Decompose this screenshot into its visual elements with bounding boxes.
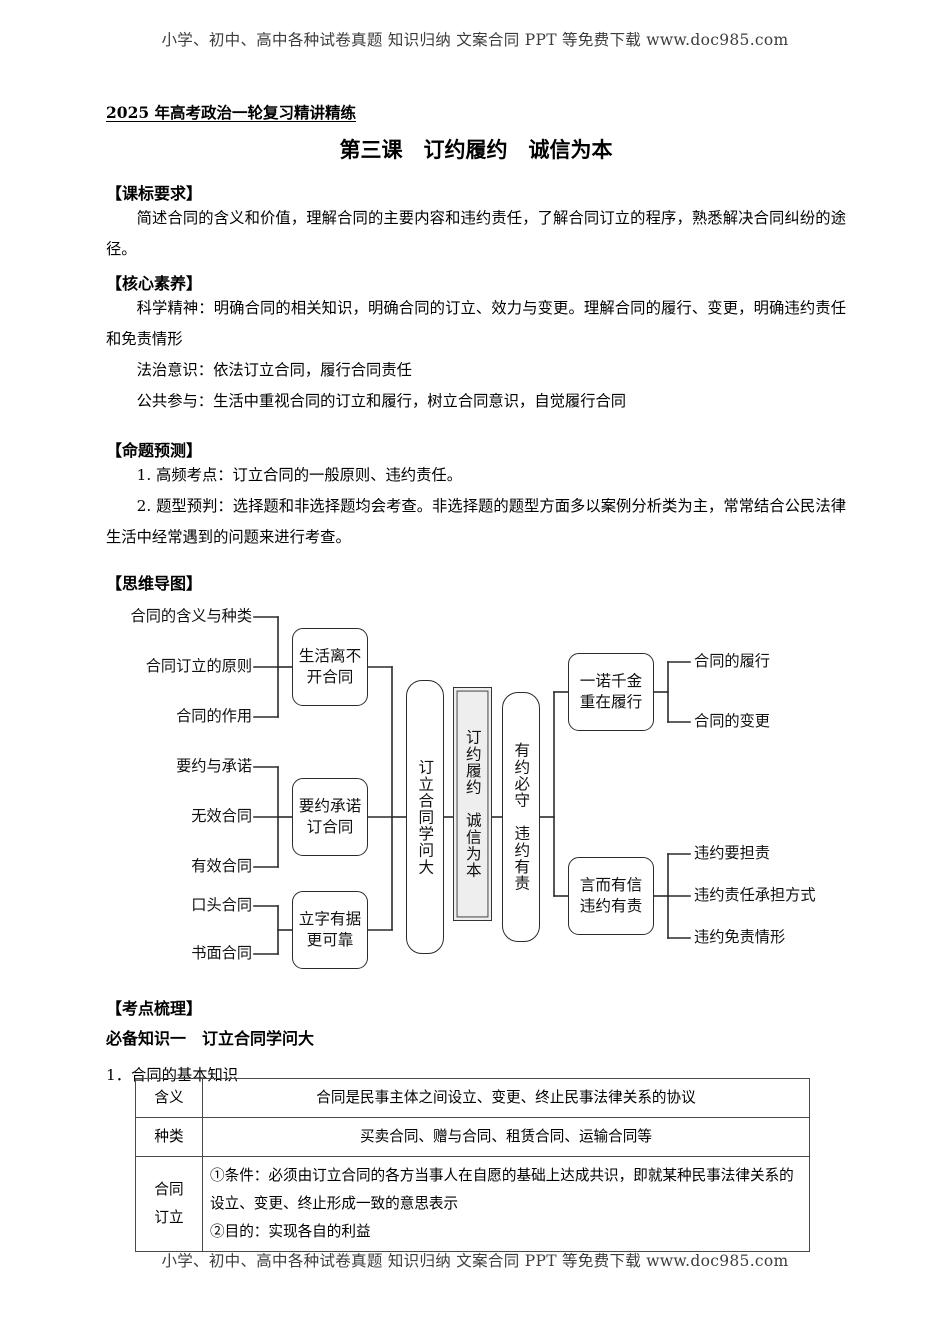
mm-box-promise-worth-gold: 一诺千金重在履行 bbox=[568, 653, 654, 731]
mm-label-written-contract: 书面合同 bbox=[191, 944, 252, 962]
section-heading-literacy: 【核心素养】 bbox=[106, 274, 203, 293]
table-row-value: 买卖合同、赠与合同、租赁合同、运输合同等 bbox=[202, 1117, 810, 1157]
table-row-value: 合同是民事主体之间设立、变更、终止民事法律关系的协议 bbox=[202, 1078, 810, 1118]
literacy-line-rule-of-law: 法治意识：依法订立合同，履行合同责任 bbox=[136, 361, 412, 379]
mm-label-contract-function: 合同的作用 bbox=[176, 707, 252, 725]
prediction-line-hot-topics: 1. 高频考点：订立合同的一般原则、违约责任。 bbox=[136, 466, 462, 484]
literacy-line-scientific-spirit: 科学精神：明确合同的相关知识，明确合同的订立、效力与变更。理解合同的履行、变更，… bbox=[106, 299, 846, 348]
mm-box-offer-acceptance-contract: 要约承诺订合同 bbox=[292, 778, 368, 856]
mm-label-contract-performance: 合同的履行 bbox=[694, 652, 770, 670]
must-know-heading: 必备知识一 订立合同学问大 bbox=[106, 1029, 315, 1048]
table-cell-line: 买卖合同、赠与合同、租赁合同、运输合同等 bbox=[360, 1128, 652, 1145]
table-row: 种类 买卖合同、赠与合同、租赁合同、运输合同等 bbox=[135, 1117, 810, 1157]
mm-box-core-theme: 订约履约 诚信为本 bbox=[453, 687, 492, 921]
mm-box-trustworthy-breach-liable: 言而有信违约有责 bbox=[568, 857, 654, 935]
prediction-line-question-types: 2. 题型预判：选择题和非选择题均会考查。非选择题的题型方面多以案例分析类为主，… bbox=[106, 497, 846, 546]
mm-label-contract-principles: 合同订立的原则 bbox=[145, 657, 252, 675]
mm-box-contract-making-knowledge: 订立合同学问大 bbox=[406, 680, 444, 954]
table-row-value: ①条件：必须由订立合同的各方当事人在自愿的基础上达成共识，即就某种民事法律关系的… bbox=[202, 1156, 810, 1252]
table-cell-line: ①条件：必须由订立合同的各方当事人在自愿的基础上达成共识，即就某种民事法律关系的… bbox=[210, 1167, 794, 1212]
mm-box-life-needs-contracts: 生活离不开合同 bbox=[292, 628, 368, 706]
mind-map-connectors bbox=[253, 616, 691, 955]
mm-box-written-is-reliable: 立字有据更可靠 bbox=[292, 891, 368, 969]
mm-label-offer-acceptance: 要约与承诺 bbox=[176, 757, 252, 775]
section-heading-review: 【考点梳理】 bbox=[106, 999, 203, 1018]
table-row-key: 种类 bbox=[135, 1117, 203, 1157]
mind-map-diagram: 合同的含义与种类 合同订立的原则 合同的作用 要约与承诺 无效合同 有效合同 口… bbox=[106, 596, 866, 976]
mm-label-valid-contract: 有效合同 bbox=[191, 857, 252, 875]
table-cell-line: 合同是民事主体之间设立、变更、终止民事法律关系的协议 bbox=[316, 1089, 696, 1106]
header-watermark-url: www.doc985.com bbox=[646, 31, 789, 49]
literacy-line-public-participation: 公共参与：生活中重视合同的订立和履行，树立合同意识，自觉履行合同 bbox=[136, 392, 627, 410]
mm-label-contract-modification: 合同的变更 bbox=[694, 712, 770, 730]
header-watermark-text: 小学、初中、高中各种试卷真题 知识归纳 文案合同 PPT 等免费下载 bbox=[161, 31, 642, 49]
header-watermark: 小学、初中、高中各种试卷真题 知识归纳 文案合同 PPT 等免费下载 www.d… bbox=[0, 28, 950, 50]
mm-label-breach-bear-liability: 违约要担责 bbox=[694, 844, 770, 862]
page-title: 第三课 订约履约 诚信为本 bbox=[339, 137, 613, 162]
mm-label-void-contract: 无效合同 bbox=[191, 807, 252, 825]
contract-basics-table: 含义 合同是民事主体之间设立、变更、终止民事法律关系的协议种类 买卖合同、赠与合同、… bbox=[135, 1078, 810, 1252]
table-cell-line: ②目的：实现各自的利益 bbox=[210, 1223, 371, 1240]
footer-watermark: 小学、初中、高中各种试卷真题 知识归纳 文案合同 PPT 等免费下载 www.d… bbox=[0, 1249, 950, 1271]
section-heading-mindmap: 【思维导图】 bbox=[106, 574, 203, 593]
table-row: 含义 合同是民事主体之间设立、变更、终止民事法律关系的协议 bbox=[135, 1078, 810, 1118]
footer-watermark-url: www.doc985.com bbox=[646, 1252, 789, 1270]
table-row-key: 含义 bbox=[135, 1078, 203, 1118]
section-heading-standard: 【课标要求】 bbox=[106, 184, 203, 203]
mm-label-breach-liability-forms: 违约责任承担方式 bbox=[694, 886, 816, 904]
section-body-standard: 简述合同的含义和价值，理解合同的主要内容和违约责任，了解合同订立的程序，熟悉解决… bbox=[106, 209, 846, 258]
document-subtitle: 2025 年高考政治一轮复习精讲精练 bbox=[106, 103, 357, 122]
review-section: 【考点梳理】 必备知识一 订立合同学问大 1．合同的基本知识 bbox=[106, 995, 314, 1085]
mm-label-oral-contract: 口头合同 bbox=[191, 896, 252, 914]
footer-watermark-text: 小学、初中、高中各种试卷真题 知识归纳 文案合同 PPT 等免费下载 bbox=[161, 1252, 642, 1270]
section-heading-prediction: 【命题预测】 bbox=[106, 441, 203, 460]
table-body: 含义 合同是民事主体之间设立、变更、终止民事法律关系的协议种类 买卖合同、赠与合同、… bbox=[135, 1078, 810, 1252]
mm-box-keep-promise-breach-liability: 有约必守 违约有责 bbox=[502, 692, 540, 942]
table-row-key: 合同订立 bbox=[135, 1156, 203, 1252]
mm-label-breach-exemption-cases: 违约免责情形 bbox=[694, 928, 786, 946]
mm-label-contract-meaning-types: 合同的含义与种类 bbox=[130, 607, 253, 625]
